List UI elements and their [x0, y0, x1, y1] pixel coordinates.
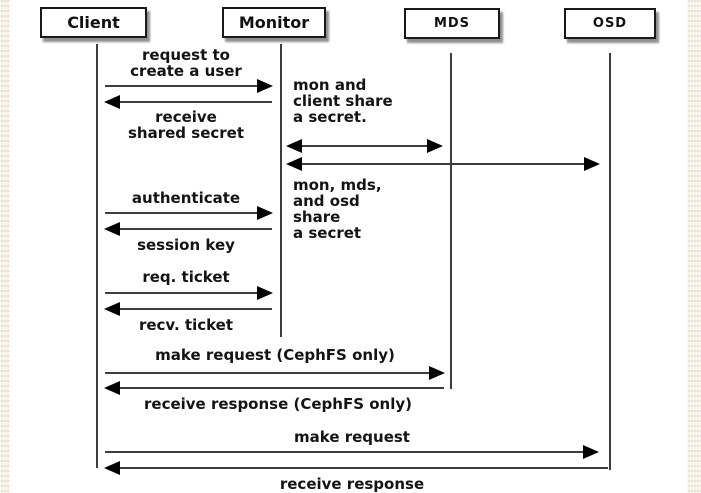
- message-label-receive-response: receive response: [279, 475, 425, 493]
- note-mon-mds-osd-secret: mon, mds, and osd share a secret: [293, 176, 382, 242]
- message-label-session-key: session key: [137, 236, 235, 254]
- message-arrow-receive-response: [104, 461, 608, 475]
- message-arrow-session-key: [104, 222, 272, 236]
- page-edge-texture-left: [0, 0, 10, 493]
- actor-label-client: Client: [67, 13, 120, 32]
- page-edge-texture-right: [687, 0, 701, 493]
- actor-box-osd: OSD: [564, 8, 656, 39]
- note-mon-client-secret: mon and client share a secret.: [293, 76, 393, 126]
- message-label-receive-response-cephfs: receive response (CephFS only): [144, 395, 412, 413]
- actor-box-monitor: Monitor: [222, 7, 326, 38]
- message-label-receive-shared-secret: receive shared secret: [128, 108, 244, 142]
- arrowhead-left-icon: [286, 157, 302, 171]
- message-label-make-request: make request: [294, 428, 410, 446]
- arrowhead-left-icon: [104, 302, 120, 316]
- message-arrow-req-ticket: [105, 286, 273, 300]
- message-label-authenticate: authenticate: [131, 189, 241, 207]
- lifeline-osd: [609, 53, 611, 470]
- message-arrow-receive-shared-secret: [104, 95, 272, 109]
- actor-label-monitor: Monitor: [238, 13, 310, 32]
- arrowhead-left-icon: [104, 95, 120, 109]
- lifeline-monitor: [280, 44, 282, 337]
- message-arrow-monitor-mds-secret: [286, 139, 443, 153]
- message-arrow-make-request-cephfs: [105, 366, 445, 380]
- lifeline-client: [96, 44, 98, 468]
- arrowhead-right-icon: [257, 79, 273, 93]
- actor-box-client: Client: [40, 7, 147, 38]
- arrowhead-right-icon: [257, 206, 273, 220]
- actor-label-osd: OSD: [592, 16, 628, 31]
- message-label-make-request-cephfs: make request (CephFS only): [155, 346, 395, 364]
- arrowhead-left-icon: [104, 381, 120, 395]
- message-arrow-authenticate: [105, 206, 273, 220]
- actor-box-mds: MDS: [404, 8, 500, 39]
- arrowhead-left-icon: [104, 461, 120, 475]
- message-arrow-receive-response-cephfs: [104, 381, 444, 395]
- message-arrow-request-create-user: [105, 79, 273, 93]
- message-label-req-ticket: req. ticket: [142, 268, 230, 286]
- message-arrow-recv-ticket: [104, 302, 272, 316]
- message-label-request-create-user: request to create a user: [130, 46, 242, 80]
- arrowhead-right-icon: [583, 445, 599, 459]
- lifeline-mds: [450, 53, 452, 389]
- arrowhead-left-icon: [104, 222, 120, 236]
- actor-label-mds: MDS: [433, 16, 471, 31]
- arrowhead-right-icon: [584, 157, 600, 171]
- arrowhead-right-icon: [257, 286, 273, 300]
- arrowhead-right-icon: [427, 139, 443, 153]
- message-arrow-monitor-osd-secret: [286, 157, 600, 171]
- arrowhead-left-icon: [286, 139, 302, 153]
- message-arrow-make-request: [105, 445, 599, 459]
- arrowhead-right-icon: [429, 366, 445, 380]
- message-label-recv-ticket: recv. ticket: [138, 316, 234, 334]
